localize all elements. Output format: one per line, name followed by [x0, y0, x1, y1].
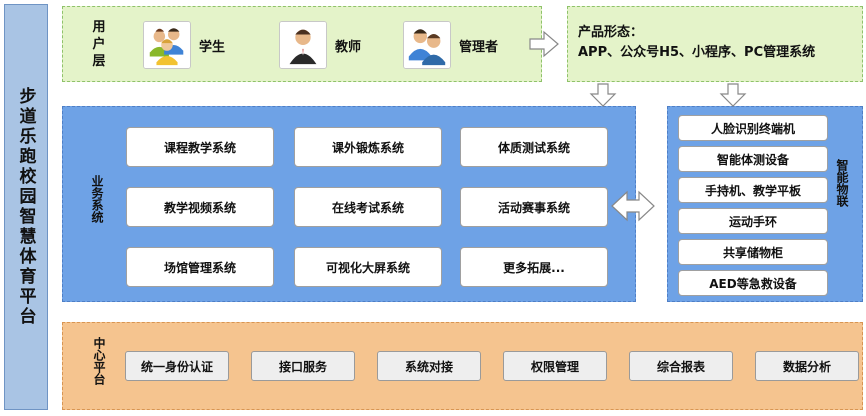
managers-icon — [403, 21, 451, 69]
business-layer-label: 业务系统 — [90, 175, 104, 223]
system-course-teaching: 课程教学系统 — [126, 127, 274, 167]
user-teacher: 教师 — [279, 21, 361, 69]
module-permission-management: 权限管理 — [503, 351, 607, 381]
user-student: 学生 — [143, 21, 225, 69]
system-extracurricular-exercise: 课外锻炼系统 — [294, 127, 442, 167]
arrow-down-icon — [719, 83, 747, 107]
device-shared-locker: 共享储物柜 — [678, 239, 828, 265]
system-more-extensions: 更多拓展... — [460, 247, 608, 287]
center-platform-label: 中心平台 — [92, 337, 106, 385]
system-venue-management: 场馆管理系统 — [126, 247, 274, 287]
device-aed: AED等急救设备 — [678, 270, 828, 296]
iot-layer: 智能物联 人脸识别终端机 智能体测设备 手持机、教学平板 运动手环 共享储物柜 … — [667, 106, 863, 302]
platform-title: 步道乐跑校园智慧体育平台 — [15, 87, 36, 327]
students-icon — [143, 21, 191, 69]
iot-layer-label: 智能物联 — [835, 159, 849, 207]
device-fitness-test: 智能体测设备 — [678, 146, 828, 172]
user-manager: 管理者 — [403, 21, 498, 69]
center-platform-layer: 中心平台 统一身份认证 接口服务 系统对接 权限管理 综合报表 数据分析 — [62, 322, 863, 410]
module-unified-auth: 统一身份认证 — [125, 351, 229, 381]
user-teacher-label: 教师 — [335, 39, 362, 55]
platform-title-bar: 步道乐跑校园智慧体育平台 — [4, 4, 48, 410]
business-layer: 业务系统 课程教学系统 课外锻炼系统 体质测试系统 教学视频系统 在线考试系统 … — [62, 106, 636, 302]
system-online-exam: 在线考试系统 — [294, 187, 442, 227]
user-layer: 用 户 层 学生 教师 管理者 — [62, 6, 542, 82]
user-student-label: 学生 — [199, 39, 226, 55]
user-layer-label: 用 户 层 — [92, 19, 106, 69]
arrow-down-icon — [589, 83, 617, 107]
system-visual-screen: 可视化大屏系统 — [294, 247, 442, 287]
product-form-title: 产品形态： — [578, 25, 644, 40]
system-event-competition: 活动赛事系统 — [460, 187, 608, 227]
module-data-analysis: 数据分析 — [755, 351, 859, 381]
module-comprehensive-report: 综合报表 — [629, 351, 733, 381]
teacher-icon — [279, 21, 327, 69]
device-face-recognition: 人脸识别终端机 — [678, 115, 828, 141]
device-handheld-tablet: 手持机、教学平板 — [678, 177, 828, 203]
device-sports-band: 运动手环 — [678, 208, 828, 234]
system-teaching-video: 教学视频系统 — [126, 187, 274, 227]
user-manager-label: 管理者 — [459, 39, 499, 55]
system-fitness-test: 体质测试系统 — [460, 127, 608, 167]
module-interface-service: 接口服务 — [251, 351, 355, 381]
module-system-integration: 系统对接 — [377, 351, 481, 381]
product-form-list: APP、公众号H5、小程序、PC管理系统 — [578, 45, 816, 60]
product-form-box: 产品形态： APP、公众号H5、小程序、PC管理系统 — [567, 6, 863, 82]
